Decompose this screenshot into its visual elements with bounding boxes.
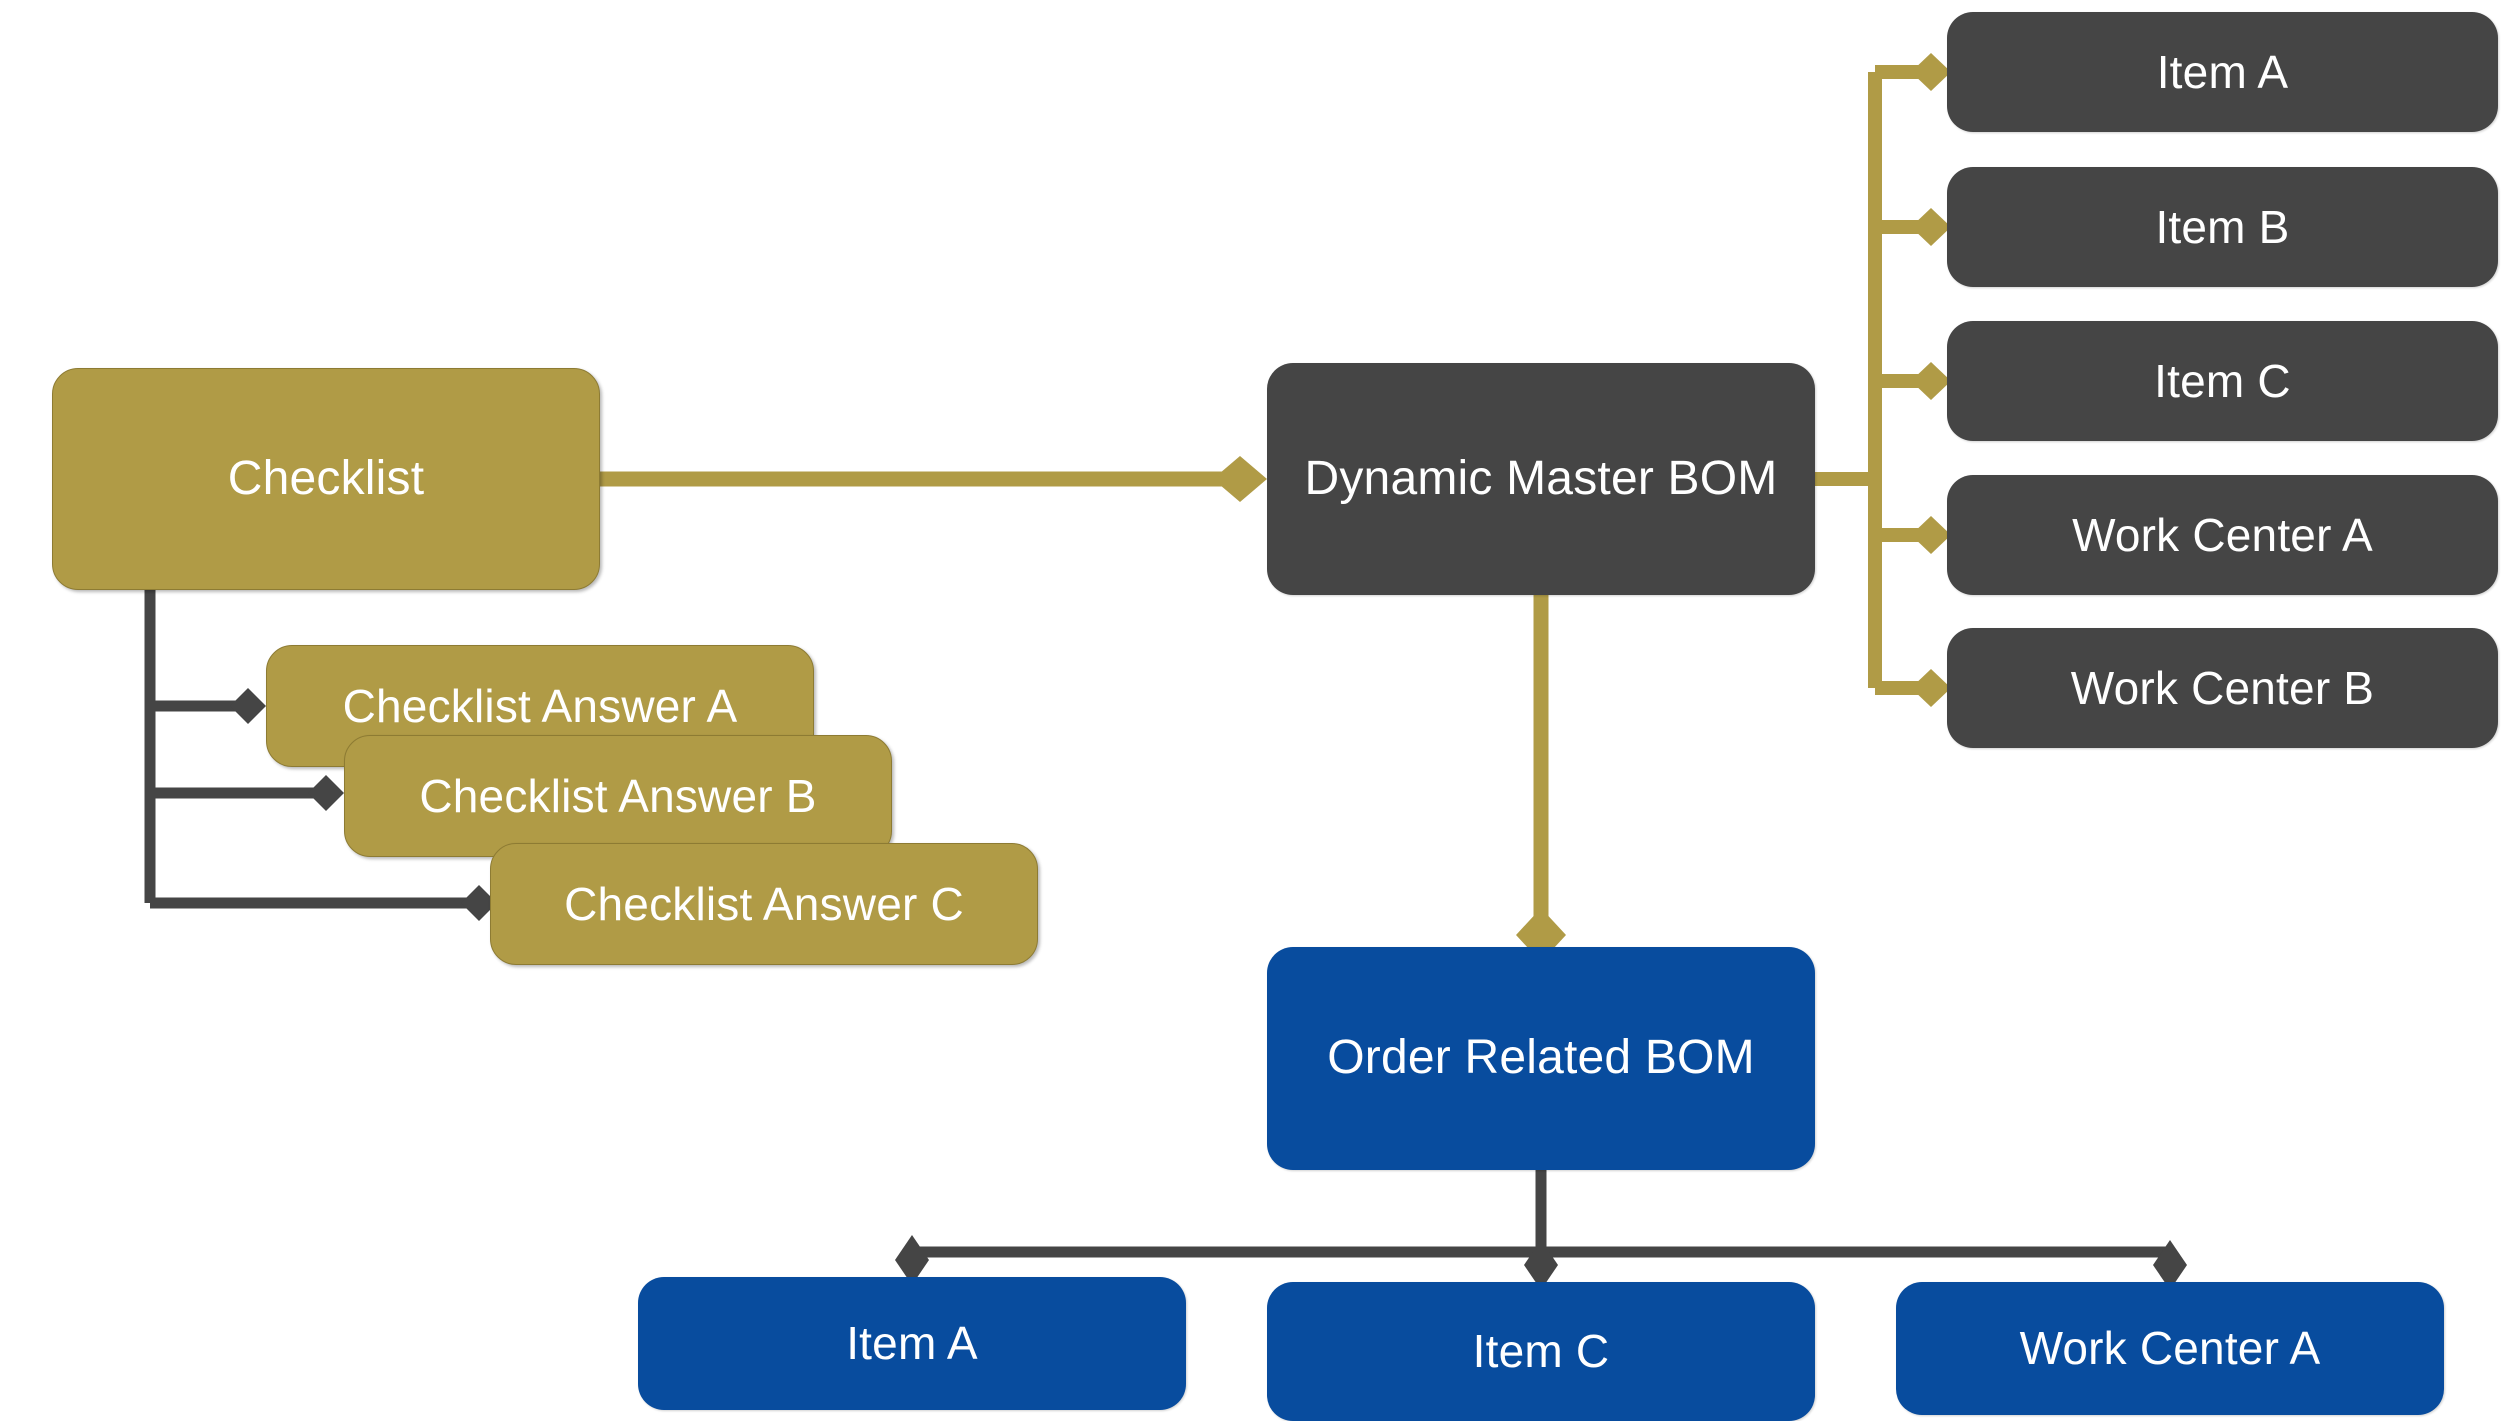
node-master-item-b-label: Item B [2155,200,2290,253]
node-master-work-center-b[interactable]: Work Center B [1947,628,2498,748]
node-order-related-bom-label: Order Related BOM [1327,1031,1755,1085]
node-checklist-label: Checklist [227,451,425,505]
node-master-work-center-a[interactable]: Work Center A [1947,475,2498,595]
node-checklist-answer-b[interactable]: Checklist Answer B [344,735,892,857]
node-checklist[interactable]: Checklist [52,368,600,590]
node-dynamic-master-bom-label: Dynamic Master BOM [1304,451,1778,505]
node-master-item-c-label: Item C [2154,354,2291,407]
node-checklist-answer-a[interactable]: Checklist Answer A [266,645,814,767]
edge-order-related-bom-to-components [895,1170,2187,1290]
node-order-work-center-a[interactable]: Work Center A [1896,1282,2444,1415]
node-master-work-center-a-label: Work Center A [2072,508,2373,561]
node-master-item-c[interactable]: Item C [1947,321,2498,441]
edge-checklist-to-dynamic-master-bom [600,456,1267,502]
node-order-item-c-label: Item C [1472,1325,1610,1378]
node-order-item-c[interactable]: Item C [1267,1282,1815,1421]
node-master-item-a-label: Item A [2156,45,2289,98]
node-checklist-answer-c-label: Checklist Answer C [564,877,964,930]
node-master-item-b[interactable]: Item B [1947,167,2498,287]
node-master-item-a[interactable]: Item A [1947,12,2498,132]
node-order-item-a-label: Item A [846,1317,978,1370]
node-order-work-center-a-label: Work Center A [2019,1322,2321,1375]
node-order-related-bom[interactable]: Order Related BOM [1267,947,1815,1170]
node-master-work-center-b-label: Work Center B [2070,661,2375,714]
node-checklist-answer-c[interactable]: Checklist Answer C [490,843,1038,965]
node-order-item-a[interactable]: Item A [638,1277,1186,1410]
node-checklist-answer-b-label: Checklist Answer B [419,769,817,822]
edge-dynamic-master-bom-to-components [1815,53,1951,707]
node-dynamic-master-bom[interactable]: Dynamic Master BOM [1267,363,1815,595]
node-checklist-answer-a-label: Checklist Answer A [342,679,738,732]
edge-dynamic-master-bom-to-order-related-bom [1516,595,1566,962]
